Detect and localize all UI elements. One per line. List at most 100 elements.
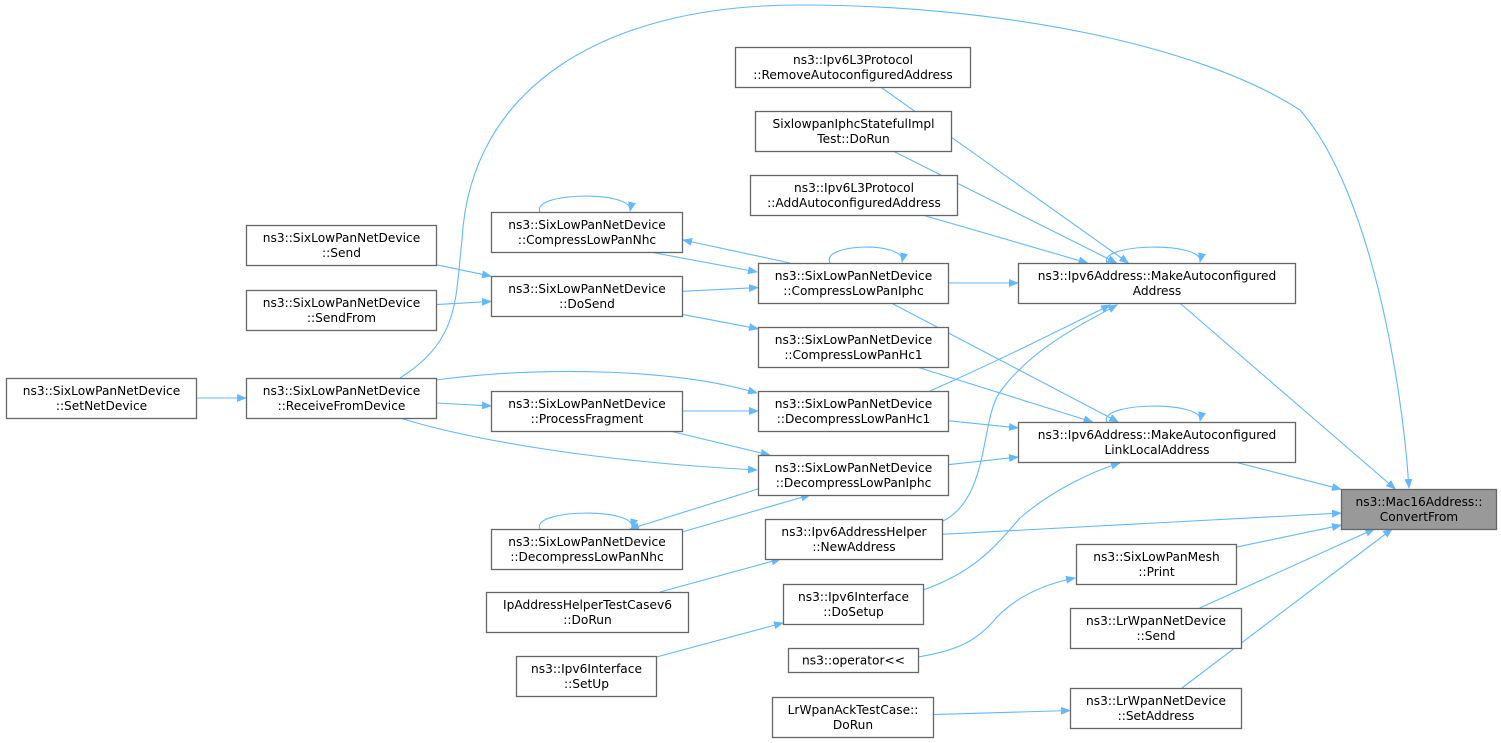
node-label-line: ns3::LrWpanNetDevice — [1086, 694, 1226, 708]
node-procfrag[interactable]: ns3::SixLowPanNetDevice::ProcessFragment — [490, 390, 684, 433]
node-label-line: ::DoRun — [563, 613, 611, 627]
node-newaddress[interactable]: ns3::Ipv6AddressHelper::NewAddress — [764, 518, 944, 561]
node-label-line: ns3::Ipv6Address::MakeAutoconfigured — [1038, 269, 1276, 283]
edge-decomphc1-to-makelinklocal — [947, 420, 1019, 431]
node-removeauto[interactable]: ns3::Ipv6L3Protocol::RemoveAutoconfigure… — [734, 46, 972, 89]
node-label-line: IpAddressHelperTestCasev6 — [503, 598, 672, 612]
edge-decompnhc-to-decompnhc — [539, 512, 638, 530]
edge-dosend-to-compiphc — [681, 284, 759, 293]
node-iphelpertest[interactable]: IpAddressHelperTestCasev6::DoRun — [485, 591, 690, 634]
node-box — [764, 518, 944, 561]
edge-iphelpertest-to-newaddress — [659, 557, 782, 593]
node-box — [490, 390, 684, 433]
node-label-line: ns3::SixLowPanNetDevice — [508, 397, 665, 411]
node-box — [5, 377, 198, 420]
node-meshprint[interactable]: ns3::SixLowPanMesh::Print — [1075, 543, 1238, 586]
node-label-line: ns3::SixLowPanNetDevice — [263, 384, 420, 398]
node-sendfrom[interactable]: ns3::SixLowPanNetDevice::SendFrom — [245, 289, 438, 332]
node-box — [1340, 488, 1498, 531]
node-label-line: ns3::SixLowPanNetDevice — [775, 461, 932, 475]
node-send[interactable]: ns3::SixLowPanNetDevice::Send — [245, 224, 438, 267]
node-label-line: ConvertFrom — [1380, 510, 1458, 524]
node-label-line: ::Send — [322, 246, 361, 260]
node-label-line: ns3::Mac16Address:: — [1356, 495, 1483, 509]
node-label-line: ns3::SixLowPanNetDevice — [508, 218, 665, 232]
node-operator[interactable]: ns3::operator<< — [787, 647, 920, 674]
node-label-line: ns3::SixLowPanNetDevice — [775, 333, 932, 347]
edge-procfrag-to-decompiphc — [669, 430, 771, 457]
nodes: ns3::Mac16Address::ConvertFrom ns3::Ipv6L… — [5, 46, 1498, 739]
node-label-line: ::Send — [1137, 629, 1176, 643]
node-dosetup[interactable]: ns3::Ipv6Interface::DoSetup — [782, 583, 925, 626]
edge-send-to-dosend — [435, 264, 492, 279]
node-label-line: ::DoSend — [559, 297, 615, 311]
node-box — [490, 275, 684, 318]
node-decomphc1[interactable]: ns3::SixLowPanNetDevice::DecompressLowPa… — [757, 390, 950, 433]
node-box — [490, 211, 684, 254]
node-box — [1017, 262, 1297, 305]
node-box — [1075, 543, 1238, 586]
edge-dosend-to-comphc1 — [681, 313, 759, 332]
node-label-line: ::SetNetDevice — [56, 399, 147, 413]
node-label-line: ns3::Ipv6L3Protocol — [793, 53, 913, 67]
node-label-line: DoRun — [833, 718, 873, 732]
node-label-line: ns3::Ipv6L3Protocol — [794, 181, 914, 195]
node-box — [1017, 421, 1297, 464]
edge-dosetup-to-makelinklocal — [922, 461, 1121, 591]
node-setnetdevice[interactable]: ns3::SixLowPanNetDevice::SetNetDevice — [5, 377, 198, 420]
node-decompiphc[interactable]: ns3::SixLowPanNetDevice::DecompressLowPa… — [757, 454, 950, 497]
node-compnhc[interactable]: ns3::SixLowPanNetDevice::CompressLowPanN… — [490, 211, 684, 254]
node-label-line: ns3::operator<< — [802, 654, 905, 668]
node-box — [782, 583, 925, 626]
node-comphc1[interactable]: ns3::SixLowPanNetDevice::CompressLowPanH… — [757, 326, 950, 369]
node-label-line: ::NewAddress — [812, 540, 895, 554]
node-box — [754, 110, 953, 153]
edge-receive-to-decompiphc — [399, 417, 758, 474]
edge-receive-to-decomphc1 — [435, 370, 758, 395]
node-box — [757, 390, 950, 433]
node-setup[interactable]: ns3::Ipv6Interface::SetUp — [515, 655, 658, 698]
node-compiphc[interactable]: ns3::SixLowPanNetDevice::CompressLowPanI… — [757, 262, 950, 305]
node-decompnhc[interactable]: ns3::SixLowPanNetDevice::DecompressLowPa… — [490, 528, 684, 571]
node-lrsend[interactable]: ns3::LrWpanNetDevice::Send — [1069, 607, 1243, 650]
node-makelinklocal[interactable]: ns3::Ipv6Address::MakeAutoconfiguredLink… — [1017, 421, 1297, 464]
node-label-line: ns3::SixLowPanNetDevice — [775, 397, 932, 411]
node-box — [734, 46, 972, 89]
node-makeauto[interactable]: ns3::Ipv6Address::MakeAutoconfiguredAddr… — [1017, 262, 1297, 305]
edge-newaddress-to-convertfrom — [941, 509, 1342, 535]
node-label-line: ns3::LrWpanNetDevice — [1086, 614, 1226, 628]
node-label-line: Address — [1133, 284, 1182, 298]
node-box — [749, 174, 959, 217]
node-label-line: ::CompressLowPanNhc — [518, 233, 656, 247]
node-label-line: ns3::SixLowPanNetDevice — [775, 269, 932, 283]
edge-compnhc-to-compiphc — [649, 251, 758, 275]
node-label-line: ::ReceiveFromDevice — [278, 399, 406, 413]
node-label-line: Test::DoRun — [816, 132, 889, 146]
edge-setup-to-dosetup — [655, 621, 784, 658]
edge-addauto-to-makeauto — [922, 214, 1089, 265]
edge-newaddress-to-makeauto — [940, 304, 1118, 523]
edge-compiphc-to-compiphc — [828, 246, 908, 264]
node-label-line: ::SetUp — [564, 677, 609, 691]
edge-iphcstateful-to-makeauto — [892, 150, 1118, 264]
node-label-line: ::SendFrom — [307, 311, 376, 325]
node-setaddress[interactable]: ns3::LrWpanNetDevice::SetAddress — [1069, 687, 1243, 730]
node-box — [245, 289, 438, 332]
edges — [196, 4, 1413, 716]
edge-decomphc1-to-makeauto — [929, 304, 1111, 392]
node-dosend[interactable]: ns3::SixLowPanNetDevice::DoSend — [490, 275, 684, 318]
node-convertfrom[interactable]: ns3::Mac16Address::ConvertFrom — [1340, 488, 1498, 531]
node-label-line: ::ProcessFragment — [531, 412, 644, 426]
node-label-line: ::CompressLowPanHc1 — [784, 348, 922, 362]
edge-decompiphc-to-decompnhc — [629, 488, 759, 531]
node-box — [485, 591, 690, 634]
edge-compiphc-to-makelinklocal — [890, 302, 1120, 423]
node-receive[interactable]: ns3::SixLowPanNetDevice::ReceiveFromDevi… — [245, 377, 438, 420]
node-box — [757, 454, 950, 497]
node-addauto[interactable]: ns3::Ipv6L3Protocol::AddAutoconfiguredAd… — [749, 174, 959, 217]
node-acktest[interactable]: LrWpanAckTestCase::DoRun — [771, 696, 935, 739]
node-label-line: LrWpanAckTestCase:: — [788, 703, 919, 717]
node-label-line: ::DecompressLowPanIphc — [776, 476, 932, 490]
